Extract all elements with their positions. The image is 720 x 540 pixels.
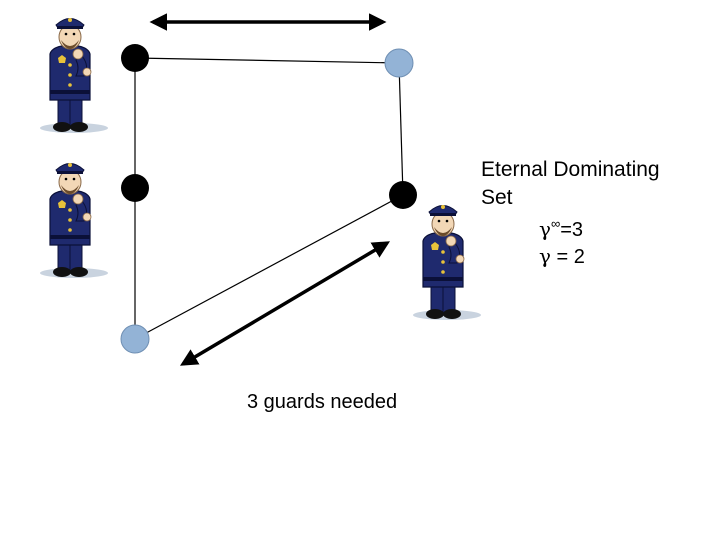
caption: 3 guards needed: [247, 391, 398, 413]
edge-top: [134, 57, 400, 64]
title-line2: Set: [481, 186, 513, 209]
vertex-top-left: [121, 44, 149, 72]
gamma-number: = 2: [550, 246, 585, 268]
gamma-value: γ = 2: [539, 243, 585, 271]
vertex-bottom-left: [120, 324, 150, 354]
guard-icon-top-left: [39, 17, 109, 134]
gamma-infinity-value: γ∞=3: [539, 216, 583, 245]
vertex-top-right: [384, 48, 414, 78]
vertex-mid-left: [121, 174, 149, 202]
double-arrow-icon-diagonal: [179, 241, 391, 366]
guard-icon-mid-right: [412, 204, 482, 321]
graph-edges: [134, 57, 404, 340]
infinity-superscript: ∞: [550, 216, 561, 231]
edge-diagonal: [134, 194, 404, 340]
graph-vertices: [120, 44, 417, 354]
guard-icon-mid-left: [39, 162, 109, 279]
title-line1: Eternal Dominating: [481, 158, 660, 181]
gamma-infinity-number: =3: [560, 219, 584, 241]
vertex-mid-right: [389, 181, 417, 209]
gamma-symbol: γ: [539, 217, 551, 241]
edge-right: [398, 62, 404, 196]
gamma-symbol-2: γ: [539, 244, 551, 268]
